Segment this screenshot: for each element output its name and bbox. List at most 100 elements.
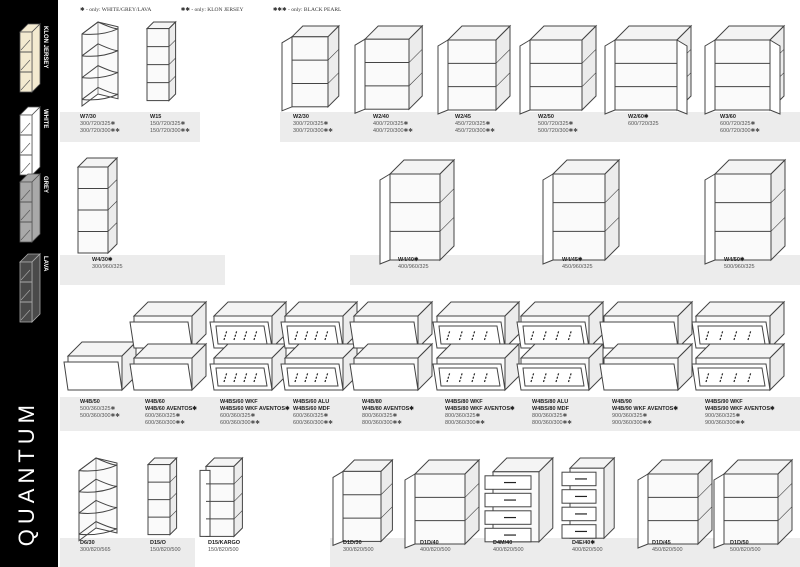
- product-dimensions: 300/720/300✱✱: [80, 128, 120, 134]
- product-dimensions: 300/720/300✱✱: [293, 128, 333, 134]
- product-dimensions: 600/720/325: [628, 121, 659, 127]
- label-strip: [60, 112, 200, 142]
- product-dimensions: 400/820/500: [420, 547, 451, 553]
- product-dimensions: 600/360/325✱: [293, 413, 329, 419]
- label-strip: [60, 397, 800, 431]
- product-code: D15/KARGO: [208, 540, 241, 546]
- color-swatch: [19, 173, 41, 243]
- cabinet-drawing: [691, 300, 786, 392]
- cabinet-drawing: [199, 456, 244, 538]
- product-code: W4BS/60 WKF: [220, 399, 258, 405]
- product-dimensions: 500/820/500: [730, 547, 761, 553]
- color-swatch: [19, 253, 41, 323]
- product-dimensions: 500/360/300✱✱: [80, 413, 120, 419]
- brand-title: QUANTUM: [14, 400, 39, 547]
- product-code: W4/45✱: [562, 257, 583, 263]
- product-label: W4/40✱400/960/325: [398, 257, 429, 271]
- product-dimensions: 600/720/325✱: [720, 121, 756, 127]
- product-dimensions: 600/360/300✱✱: [220, 420, 260, 426]
- product-code: W4B/60: [145, 399, 165, 405]
- product-dimensions: 500/720/325✱: [538, 121, 574, 127]
- cabinet-drawing: [704, 158, 787, 265]
- product-dimensions: 300/820/565: [80, 547, 111, 553]
- product-dimensions: 300/960/325: [92, 264, 123, 270]
- product-code: W4BS/60 ALU: [293, 399, 330, 405]
- product-dimensions: 900/360/325✱: [612, 413, 648, 419]
- product-dimensions: 150/820/500: [150, 547, 181, 553]
- product-dimensions: 600/360/300✱✱: [145, 420, 185, 426]
- product-dimensions: 400/720/325✱: [373, 121, 409, 127]
- product-dimensions: 150/820/500: [208, 547, 239, 553]
- product-dimensions: 450/720/325✱: [455, 121, 491, 127]
- legend-item: ✱ - only: WHITE/GREY/LAVA: [80, 7, 152, 13]
- product-code: W2/60✱: [628, 114, 649, 120]
- cabinet-drawing: [129, 300, 208, 392]
- cabinet-drawing: [599, 300, 694, 392]
- product-dimensions: 800/360/325✱: [532, 413, 568, 419]
- label-strip: [280, 112, 800, 142]
- label-strip: [60, 538, 195, 567]
- product-dimensions: 450/820/500: [652, 547, 683, 553]
- product-code-alt: W4B/90 WKF AVENTOS✱: [612, 406, 678, 412]
- cabinet-drawing: [81, 21, 119, 107]
- product-code: W4BS/80 ALU: [532, 399, 569, 405]
- product-dimensions: 400/960/325: [398, 264, 429, 270]
- product-code-alt: W4B/80 AVENTOS✱: [362, 406, 414, 412]
- cabinet-drawing: [432, 300, 521, 392]
- cabinet-drawing: [404, 458, 481, 549]
- color-label: KLON JERSEY: [42, 26, 48, 69]
- legend-item: ✱✱✱ - only: BLACK PEARL: [272, 7, 342, 13]
- product-dimensions: 500/720/300✱✱: [538, 128, 578, 134]
- cabinet-drawing: [78, 457, 118, 542]
- product-dimensions: 150/720/325✱: [150, 121, 186, 127]
- cabinet-drawing: [354, 24, 424, 114]
- product-code: W4/50✱: [724, 257, 745, 263]
- product-dimensions: 900/360/300✱✱: [612, 420, 652, 426]
- product-dimensions: 400/820/500: [572, 547, 603, 553]
- product-code: D1D/50: [730, 540, 749, 546]
- cabinet-drawing: [281, 24, 341, 112]
- product-code: W4B/90: [612, 399, 632, 405]
- product-code: D1D/40: [420, 540, 439, 546]
- product-label: W2/60✱600/720/325: [628, 114, 659, 128]
- color-label: GREY: [42, 176, 48, 194]
- product-label: W4/45✱450/960/325: [562, 257, 593, 271]
- cabinet-drawing: [146, 456, 178, 536]
- product-dimensions: 600/360/325✱: [145, 413, 181, 419]
- cabinet-drawing: [604, 24, 693, 115]
- cabinet-drawing: [145, 20, 177, 102]
- cabinet-drawing: [637, 458, 714, 549]
- product-dimensions: 450/720/300✱✱: [455, 128, 495, 134]
- product-code-alt: W4BS/80 MDF: [532, 406, 569, 412]
- product-code: W4/30✱: [92, 257, 113, 263]
- product-dimensions: 300/820/500: [343, 547, 374, 553]
- product-code-alt: W4B/60 AVENTOS✱: [145, 406, 197, 412]
- product-code: W4BS/90 WKF: [705, 399, 743, 405]
- product-dimensions: 600/360/300✱✱: [293, 420, 333, 426]
- product-dimensions: 800/360/300✱✱: [445, 420, 485, 426]
- product-code: D6/30: [80, 540, 95, 546]
- product-dimensions: 800/360/325✱: [362, 413, 398, 419]
- product-code: D15/O: [150, 540, 166, 546]
- cabinet-drawing: [332, 458, 394, 547]
- product-code: D4M/40: [493, 540, 513, 546]
- product-label: D4E/40✱400/820/500: [572, 540, 603, 554]
- cabinet-drawing: [484, 456, 555, 544]
